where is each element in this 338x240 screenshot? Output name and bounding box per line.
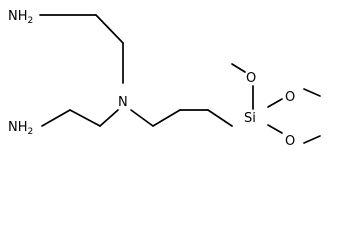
- bond-o-right-to-methyl: [303, 88, 321, 97]
- bond-o-upper-to-methyl: [231, 63, 246, 73]
- chemical-structure-diagram: NH2 N NH2 Si O O O: [8, 9, 321, 149]
- bond-nh2-bottom-to-c1: [41, 109, 71, 127]
- bond-si-to-o-lower: [267, 124, 283, 134]
- amine-top-h-count: 2: [28, 16, 34, 26]
- amine-bottom-label: NH2: [8, 120, 33, 137]
- bond-c1-to-c2-bottom: [69, 109, 101, 127]
- bond-c3-to-si: [207, 109, 233, 127]
- amine-bottom-nitrogen: N: [8, 120, 18, 135]
- bond-n-to-c1-propyl: [130, 109, 154, 127]
- amine-top-label: NH2: [8, 9, 33, 26]
- bond-si-to-o-right: [267, 98, 283, 108]
- amine-top-hydrogen: H: [18, 9, 28, 24]
- bond-c1-to-c2-top: [95, 14, 124, 44]
- amine-bottom-h-count: 2: [28, 127, 34, 137]
- silicon-label: Si: [244, 111, 256, 126]
- bond-c1-to-c2-propyl: [152, 109, 181, 127]
- bonds: [39, 14, 321, 144]
- atom-labels: NH2 N NH2 Si O O O: [8, 9, 295, 149]
- central-nitrogen-label: N: [118, 95, 128, 110]
- oxygen-upper-label: O: [246, 71, 256, 86]
- bond-o-lower-to-methyl: [303, 135, 321, 144]
- oxygen-right-label: O: [285, 90, 295, 105]
- oxygen-lower-label: O: [285, 134, 295, 149]
- bond-c2-bottom-to-n: [99, 109, 119, 127]
- amine-top-nitrogen: N: [8, 9, 18, 24]
- amine-bottom-hydrogen: H: [18, 120, 28, 135]
